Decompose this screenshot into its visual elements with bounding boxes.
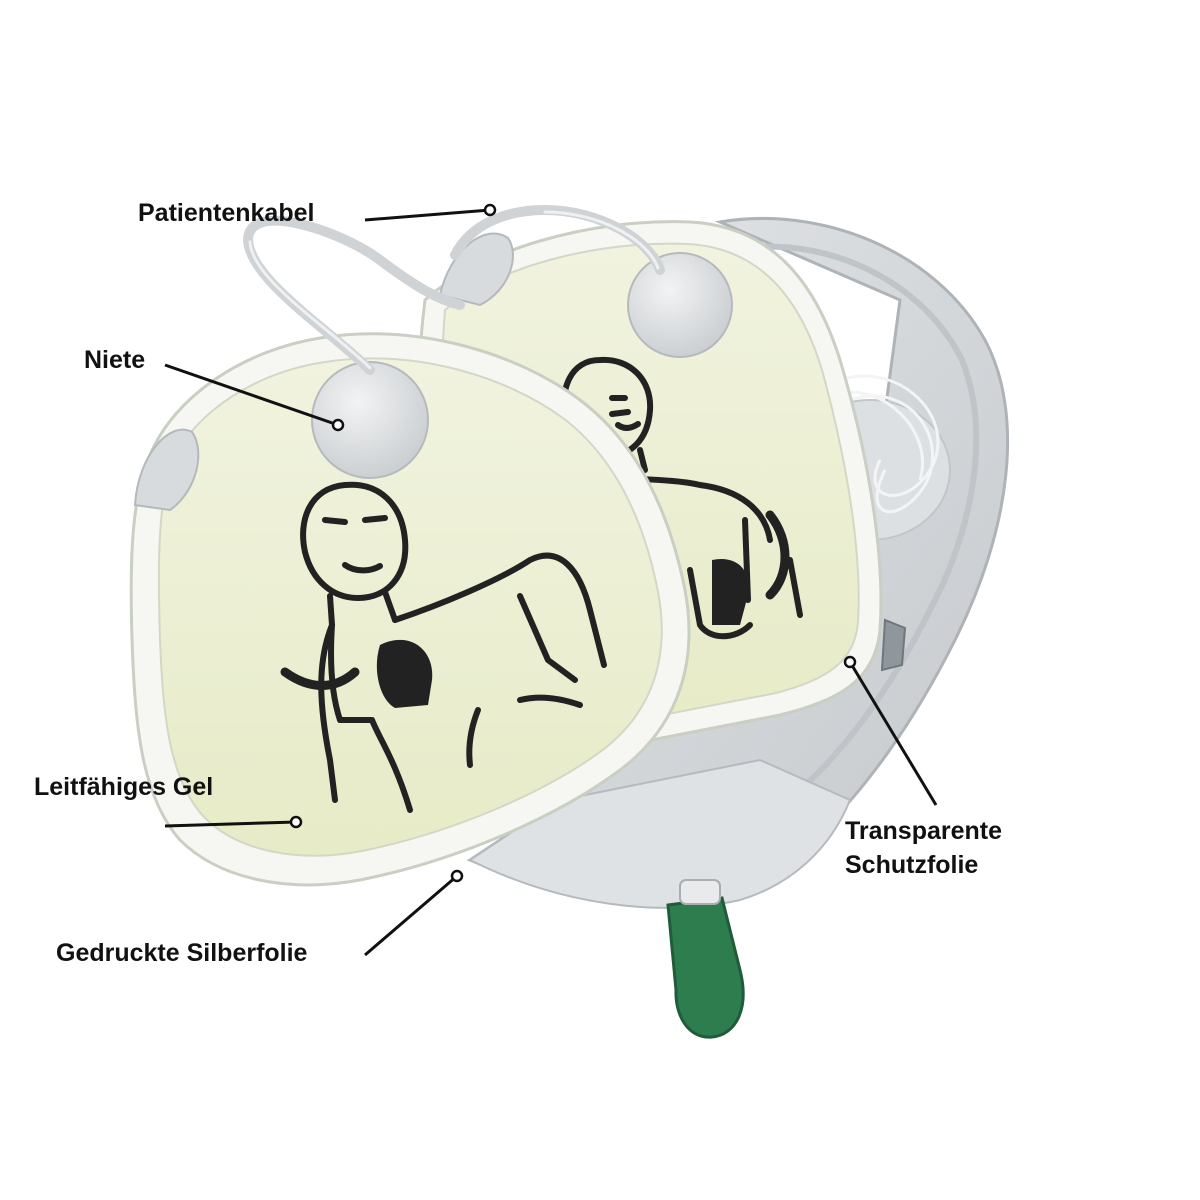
label-protective-film-line-1: Transparente (845, 817, 1003, 845)
leader-protective-film (848, 661, 938, 806)
leader-lines (164, 208, 938, 957)
pull-tab (666, 879, 745, 1039)
label-rivet: Niete (84, 346, 146, 374)
leader-rivet (164, 363, 339, 427)
label-printed-silver-foil: Gedruckte Silberfolie (56, 939, 308, 967)
leader-conductive-gel (164, 820, 297, 828)
leader-patient-cable (364, 208, 491, 222)
stored-cable (834, 374, 940, 514)
label-protective-film-line-2: Schutzfolie (845, 851, 979, 879)
leader-silver-foil (364, 874, 458, 957)
leader-endpoints (289, 203, 857, 883)
patient-cables-highlight (248, 210, 660, 370)
label-protective-film: Transparente Schutzfolie (845, 814, 1002, 882)
label-conductive-gel: Leitfähiges Gel (34, 773, 214, 801)
label-patient-cable: Patientenkabel (138, 199, 315, 227)
electrode-pad-front (129, 332, 691, 887)
